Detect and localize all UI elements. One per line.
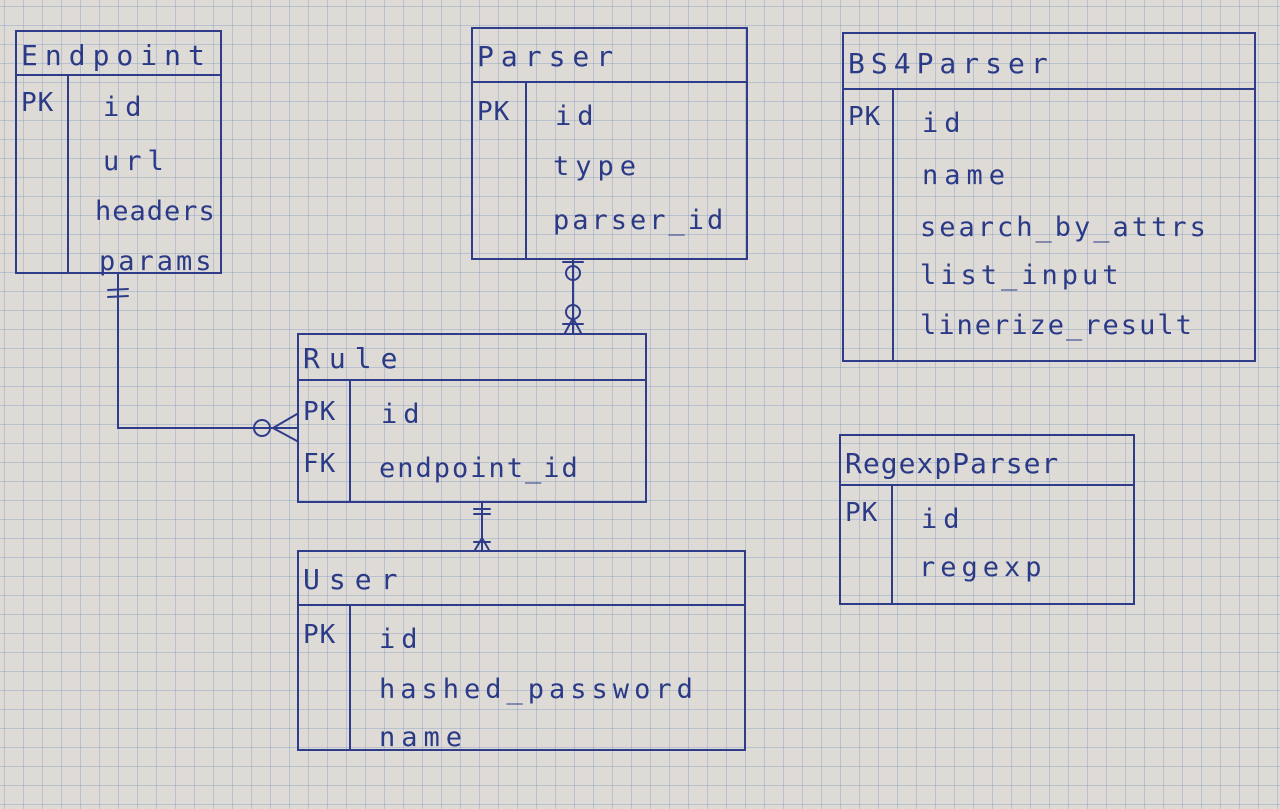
primary-key-label: PK [845, 498, 879, 528]
attribute-regexp: regexp [919, 552, 1047, 583]
relationship-rule-user [473, 502, 491, 551]
attribute-id: id [555, 101, 600, 132]
attribute-params: params [99, 246, 215, 277]
attribute-id: id [379, 624, 424, 655]
attribute-list-input: list_input [920, 260, 1123, 291]
attribute-search-by-attrs: search_by_attrs [920, 212, 1209, 243]
attribute-parser-id: parser_id [553, 205, 727, 236]
entity-title: Rule [299, 335, 645, 381]
attribute-endpoint-id: endpoint_id [379, 453, 580, 484]
entity-endpoint: Endpoint PK id url headers params [15, 30, 222, 277]
foreign-key-label: FK [303, 449, 337, 479]
primary-key-label: PK [477, 97, 511, 127]
entity-rule: Rule PK FK id endpoint_id [297, 333, 647, 503]
entity-title: User [299, 552, 744, 606]
key-column [844, 90, 894, 360]
key-column [473, 83, 527, 258]
attribute-id: id [381, 399, 426, 430]
primary-key-label: PK [303, 620, 337, 650]
attribute-headers: headers [95, 196, 216, 227]
entity-title: RegexpParser [841, 436, 1133, 486]
entity-bs4parser: BS4Parser PK id name search_by_attrs lis… [842, 32, 1256, 362]
entity-title: Parser [473, 29, 746, 83]
attribute-url: url [103, 146, 170, 177]
relationship-parser-rule [562, 259, 584, 334]
entity-title: Endpoint [17, 32, 220, 76]
key-column [17, 76, 69, 272]
attribute-name: name [379, 722, 469, 753]
relationship-endpoint-rule [107, 273, 298, 442]
attribute-type: type [553, 151, 643, 182]
primary-key-label: PK [303, 397, 337, 427]
primary-key-label: PK [848, 102, 882, 132]
attribute-linerize-result: linerize_result [920, 310, 1194, 341]
attribute-id: id [921, 504, 966, 535]
entity-user: User PK id hashed_password name [297, 550, 746, 751]
key-column [841, 486, 893, 603]
entity-parser: Parser PK id type parser_id [471, 27, 748, 260]
entity-title: BS4Parser [844, 34, 1254, 90]
attribute-hashed-password: hashed_password [379, 674, 698, 705]
key-column [299, 381, 351, 501]
attribute-name: name [922, 160, 1012, 191]
key-column [299, 606, 351, 749]
primary-key-label: PK [21, 88, 55, 118]
attribute-id: id [103, 92, 148, 123]
entity-regexpparser: RegexpParser PK id regexp [839, 434, 1135, 605]
attribute-id: id [922, 108, 967, 139]
